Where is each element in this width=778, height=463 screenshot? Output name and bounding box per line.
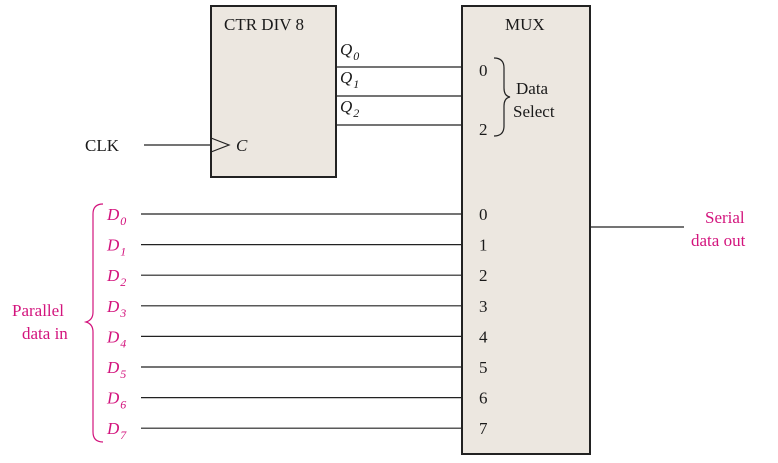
data-select-label-line1: Data — [516, 79, 549, 98]
counter-box — [210, 5, 337, 178]
mux-block: MUX 0 2 Data Select — [461, 5, 591, 455]
mux-data-pin-3: 3 — [479, 297, 488, 316]
data-input-label-d1: D1 — [106, 236, 126, 259]
q0-label: Q0 — [340, 40, 359, 63]
counter-block: CTR DIV 8 C — [210, 5, 337, 178]
mux-data-pin-4: 4 — [479, 327, 488, 346]
data-input-label-d3: D3 — [106, 297, 126, 320]
serial-label-line1: Serial — [705, 208, 745, 227]
data-input-label-d0: D0 — [106, 205, 126, 228]
mux-title: MUX — [505, 15, 545, 34]
counter-title: CTR DIV 8 — [224, 15, 304, 34]
data-select-brace — [493, 57, 511, 137]
mux-data-pin-1: 1 — [479, 236, 488, 255]
mux-select-pin-0: 0 — [479, 61, 488, 80]
mux-data-pin-2: 2 — [479, 266, 488, 285]
data-input-label-d6: D6 — [106, 389, 126, 412]
counter-clock-label: C — [236, 136, 248, 155]
data-input-rows: D0 0D1 1D2 2D3 3D4 4D5 5D6 6D7 7 — [106, 205, 488, 442]
serial-label-line2: data out — [691, 231, 746, 250]
data-select-label-line2: Select — [513, 102, 555, 121]
mux-data-pin-5: 5 — [479, 358, 488, 377]
data-input-label-d5: D5 — [106, 358, 126, 381]
data-input-label-d4: D4 — [106, 327, 126, 350]
mux-data-pin-0: 0 — [479, 205, 488, 224]
data-input-label-d7: D7 — [106, 419, 127, 442]
counter-outputs: Q0 Q1 Q2 — [336, 40, 462, 126]
data-input-label-d2: D2 — [106, 266, 126, 289]
parallel-label-line1: Parallel — [12, 301, 64, 320]
q2-label: Q2 — [340, 97, 359, 120]
mux-box — [461, 5, 591, 455]
parallel-data-brace — [83, 203, 104, 443]
parallel-label-line2: data in — [22, 324, 68, 343]
mux-select-pin-2: 2 — [479, 120, 488, 139]
q1-label: Q1 — [340, 68, 359, 91]
clk-label: CLK — [85, 136, 120, 155]
mux-data-pin-7: 7 — [479, 419, 488, 438]
mux-data-pin-6: 6 — [479, 389, 488, 408]
clock-input-triangle-icon — [210, 137, 231, 153]
